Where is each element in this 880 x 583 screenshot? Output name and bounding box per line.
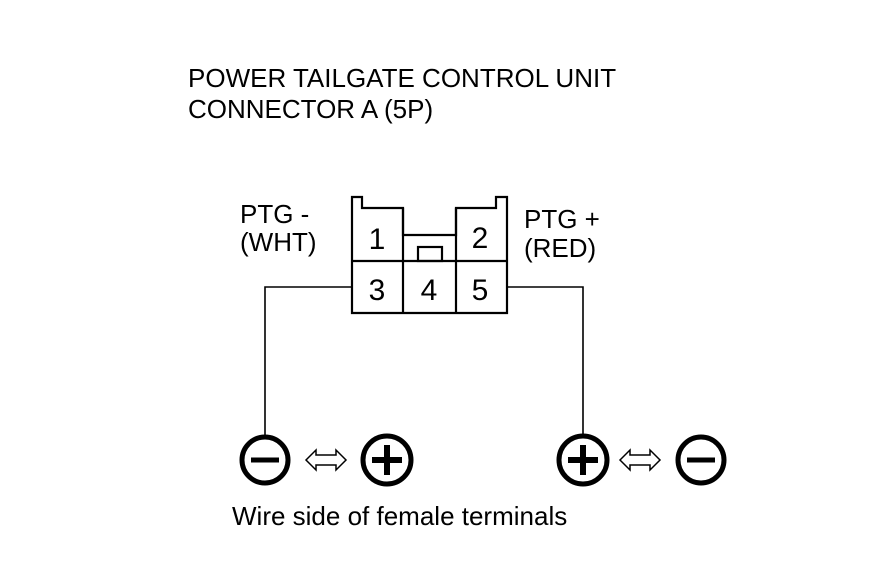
right-wire-label-line-2: (RED) — [524, 233, 596, 263]
connector-body — [350, 195, 509, 315]
pin-2-label: 2 — [472, 222, 489, 255]
swap-arrow-icon — [304, 448, 348, 472]
title-line-2: CONNECTOR A (5P) — [188, 94, 433, 124]
right-polarity-group — [556, 433, 727, 487]
title-line-1: POWER TAILGATE CONTROL UNIT — [188, 63, 616, 93]
right-probe-wire — [507, 286, 584, 437]
pin-3-label: 3 — [369, 274, 386, 307]
left-probe-wire — [264, 286, 352, 437]
pin-1-label: 1 — [369, 223, 386, 256]
swap-arrow-icon — [618, 448, 662, 472]
plus-icon — [360, 433, 414, 487]
pin-4-label: 4 — [421, 274, 438, 307]
minus-icon — [239, 434, 291, 486]
lock-tab — [416, 245, 444, 263]
pin-5-label: 5 — [472, 274, 489, 307]
minus-icon — [675, 434, 727, 486]
left-wire-label-line-2: (WHT) — [240, 227, 317, 257]
left-wire-label-line-1: PTG - — [240, 199, 309, 229]
plus-icon — [556, 433, 610, 487]
left-polarity-group — [239, 433, 414, 487]
right-wire-label-line-1: PTG + — [524, 204, 600, 234]
caption: Wire side of female terminals — [232, 501, 567, 531]
